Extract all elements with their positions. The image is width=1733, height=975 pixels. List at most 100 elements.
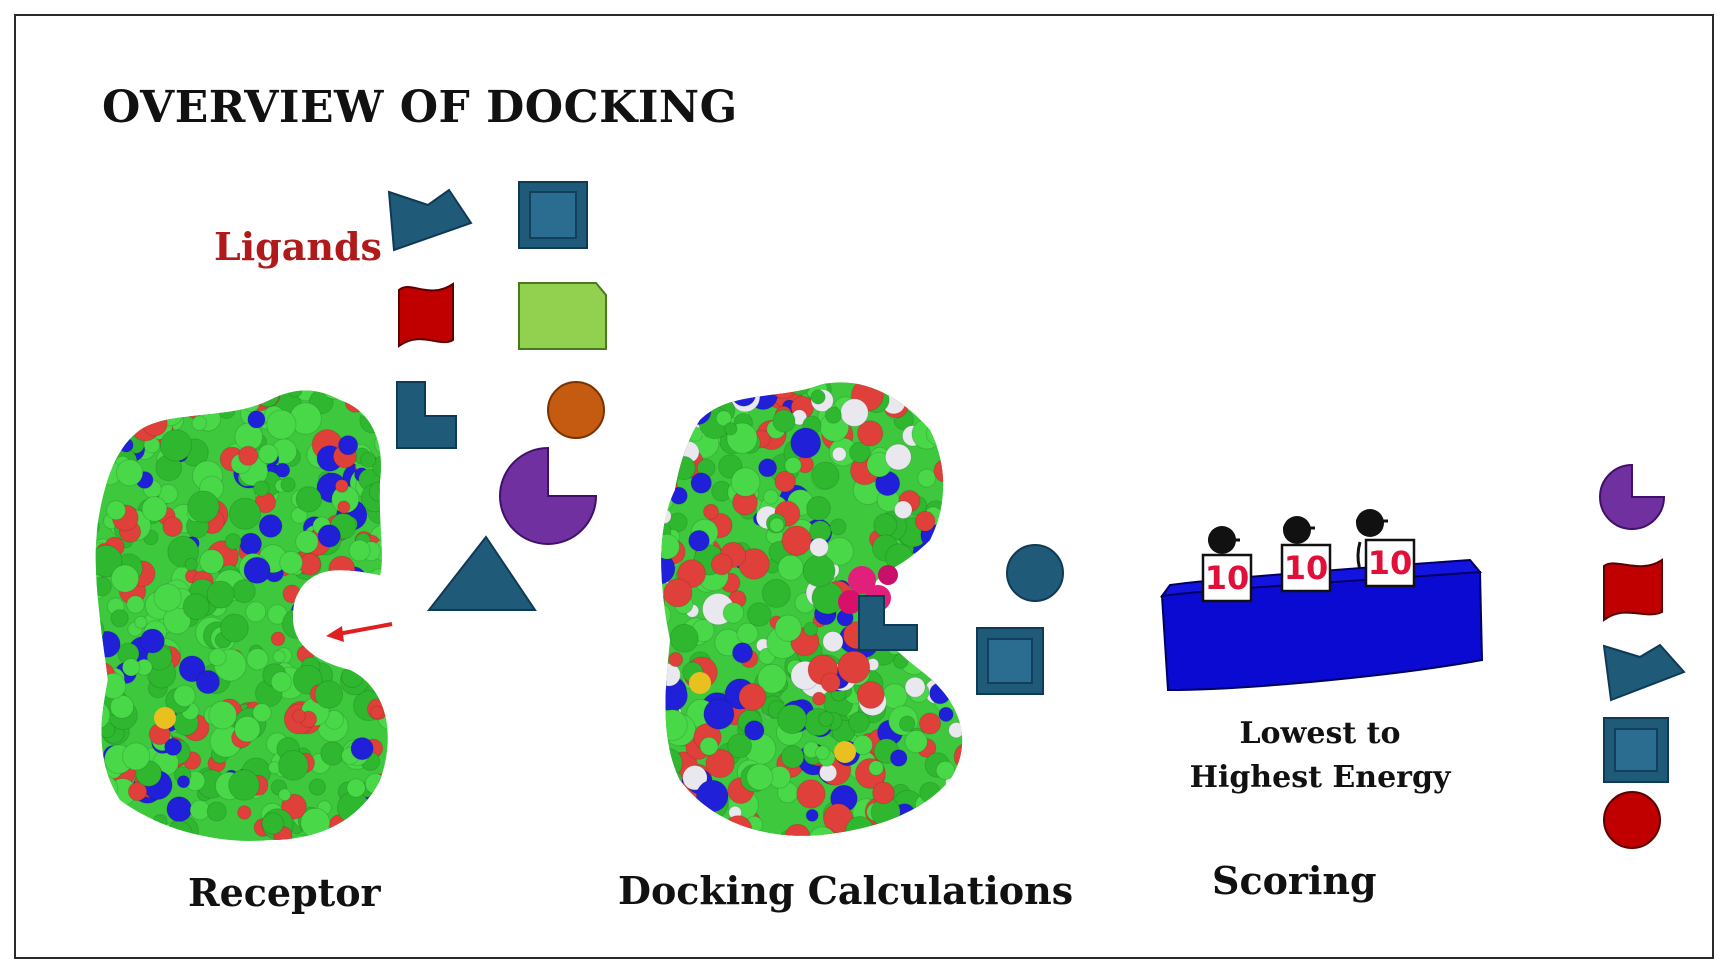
surface-atom <box>937 580 963 608</box>
surface-atom <box>320 741 345 766</box>
surface-atom <box>946 589 963 607</box>
surface-atom <box>699 826 714 836</box>
surface-atom <box>317 524 341 548</box>
surface-atom <box>747 602 772 627</box>
surface-atom <box>258 514 283 538</box>
surface-atom <box>377 669 388 695</box>
figure-frame <box>14 14 1714 959</box>
surface-atom <box>818 711 834 727</box>
surface-atom <box>812 691 826 706</box>
ligand-pentagon <box>387 188 473 252</box>
surface-atom <box>772 409 796 433</box>
surface-atom <box>95 822 121 841</box>
surface-atom <box>856 681 885 709</box>
surface-atom <box>371 587 388 620</box>
surface-atom <box>769 517 785 533</box>
surface-atom <box>99 672 127 700</box>
surface-atom <box>252 703 272 723</box>
surface-atom <box>305 609 326 630</box>
score-text-3: 10 <box>1368 544 1413 582</box>
surface-atom <box>889 749 908 767</box>
surface-atom <box>948 385 963 409</box>
surface-atom <box>308 778 326 796</box>
surface-atom <box>305 579 336 610</box>
surface-atom <box>936 667 954 685</box>
surface-atom <box>938 382 963 389</box>
surface-atom <box>674 382 706 413</box>
surface-atom <box>199 549 225 575</box>
surface-atom <box>121 658 141 677</box>
surface-atom <box>269 842 283 856</box>
surface-atom <box>182 593 210 621</box>
score-card-2: 10 <box>1280 543 1332 593</box>
surface-atom <box>761 578 791 608</box>
surface-atom <box>661 602 672 628</box>
surface-atom <box>376 603 388 617</box>
surface-atom <box>383 466 388 490</box>
surface-atom <box>152 814 168 829</box>
surface-atom <box>239 532 262 556</box>
surface-atom <box>296 596 320 620</box>
surface-atom <box>710 553 733 576</box>
surface-atom <box>661 552 676 585</box>
surface-atom <box>675 382 708 406</box>
surface-atom <box>702 386 721 405</box>
surface-atom <box>95 789 116 818</box>
surface-atom <box>730 467 761 497</box>
surface-atom <box>926 573 943 590</box>
surface-atom <box>744 720 765 741</box>
surface-atom <box>392 809 405 822</box>
surface-atom <box>661 783 668 809</box>
sulfur-atom <box>834 741 856 763</box>
surface-atom <box>206 580 235 609</box>
surface-atom <box>200 390 225 394</box>
surface-atom <box>758 458 778 478</box>
docking-square-bevel <box>976 627 1044 695</box>
surface-atom <box>852 734 873 756</box>
surface-atom <box>683 396 712 426</box>
surface-atom <box>245 601 267 623</box>
surface-atom <box>696 779 729 813</box>
surface-atom <box>279 550 304 575</box>
surface-atom <box>162 516 183 538</box>
surface-atom <box>927 660 950 683</box>
surface-atom <box>144 390 173 405</box>
surface-atom <box>661 821 667 836</box>
ligand-square-bevel <box>518 181 588 249</box>
surface-atom <box>933 458 958 483</box>
surface-atom <box>872 781 895 805</box>
surface-atom <box>920 569 944 594</box>
surface-atom <box>727 733 752 759</box>
surface-atom <box>802 554 836 588</box>
surface-atom <box>286 834 317 841</box>
surface-atom <box>164 737 183 756</box>
surface-atom <box>368 587 388 614</box>
surface-atom <box>746 763 774 791</box>
ranked-red-circle <box>1603 791 1661 849</box>
surface-atom <box>363 659 388 688</box>
surface-atom <box>188 390 214 396</box>
surface-atom <box>669 486 688 505</box>
surface-atom <box>118 437 134 453</box>
surface-atom <box>893 500 913 520</box>
sulfur-atom <box>689 672 711 694</box>
surface-atom <box>231 390 259 394</box>
ligand-orange-circle <box>547 381 605 439</box>
surface-atom <box>281 608 312 639</box>
surface-atom <box>161 834 178 841</box>
surface-atom <box>661 811 678 836</box>
surface-atom <box>661 483 675 515</box>
surface-atom <box>208 700 238 730</box>
surface-atom <box>95 431 107 459</box>
surface-atom <box>224 533 242 550</box>
surface-atom <box>357 399 376 418</box>
surface-atom <box>212 390 227 404</box>
surface-atom <box>738 683 767 711</box>
surface-atom <box>345 579 366 600</box>
surface-atom <box>723 830 737 836</box>
surface-atom <box>176 775 191 789</box>
surface-atom <box>228 769 260 801</box>
surface-atom <box>382 627 388 649</box>
surface-atom <box>955 397 963 426</box>
surface-atom <box>945 400 963 433</box>
